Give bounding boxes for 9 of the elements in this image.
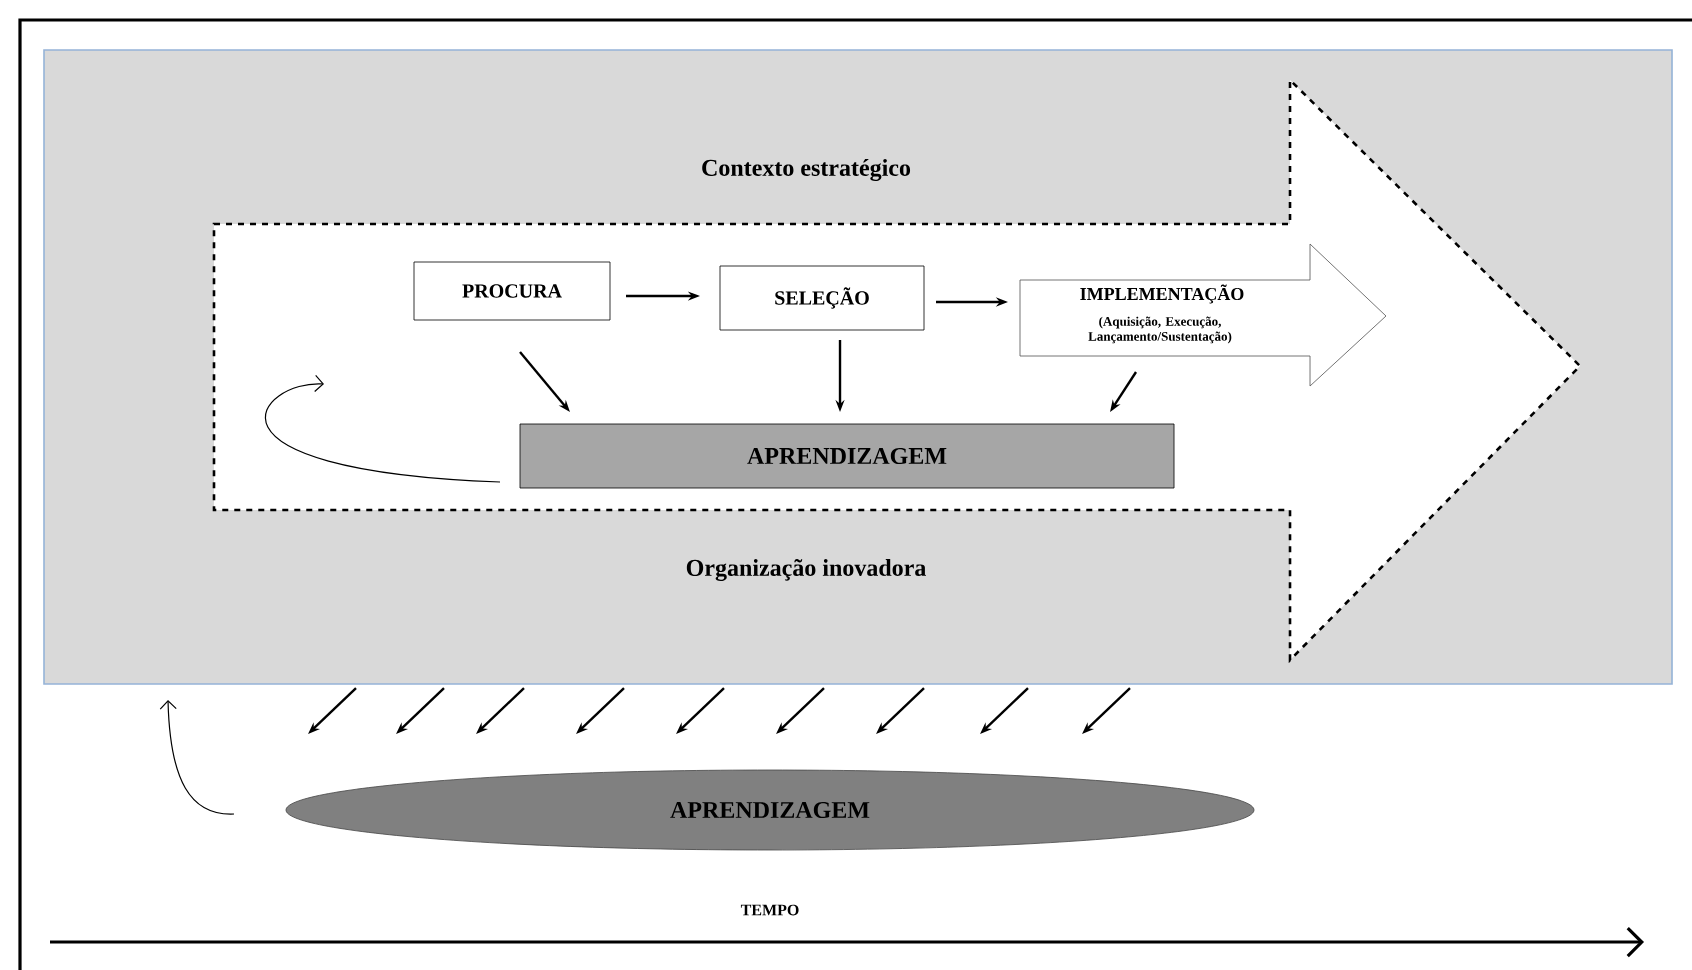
process-box: SELEÇÃO bbox=[719, 265, 925, 331]
organization-label: Organização inovadora bbox=[686, 559, 926, 581]
time-label: TEMPO bbox=[740, 904, 799, 916]
process-box: PROCURA bbox=[413, 261, 611, 321]
learning-bar: APRENDIZAGEM bbox=[519, 423, 1175, 489]
arrow bbox=[159, 700, 235, 815]
context-label: Contexto estratégico bbox=[702, 159, 911, 181]
implementation-label: IMPLEMENTAÇÃO bbox=[1080, 284, 1244, 304]
arrow bbox=[264, 374, 501, 483]
